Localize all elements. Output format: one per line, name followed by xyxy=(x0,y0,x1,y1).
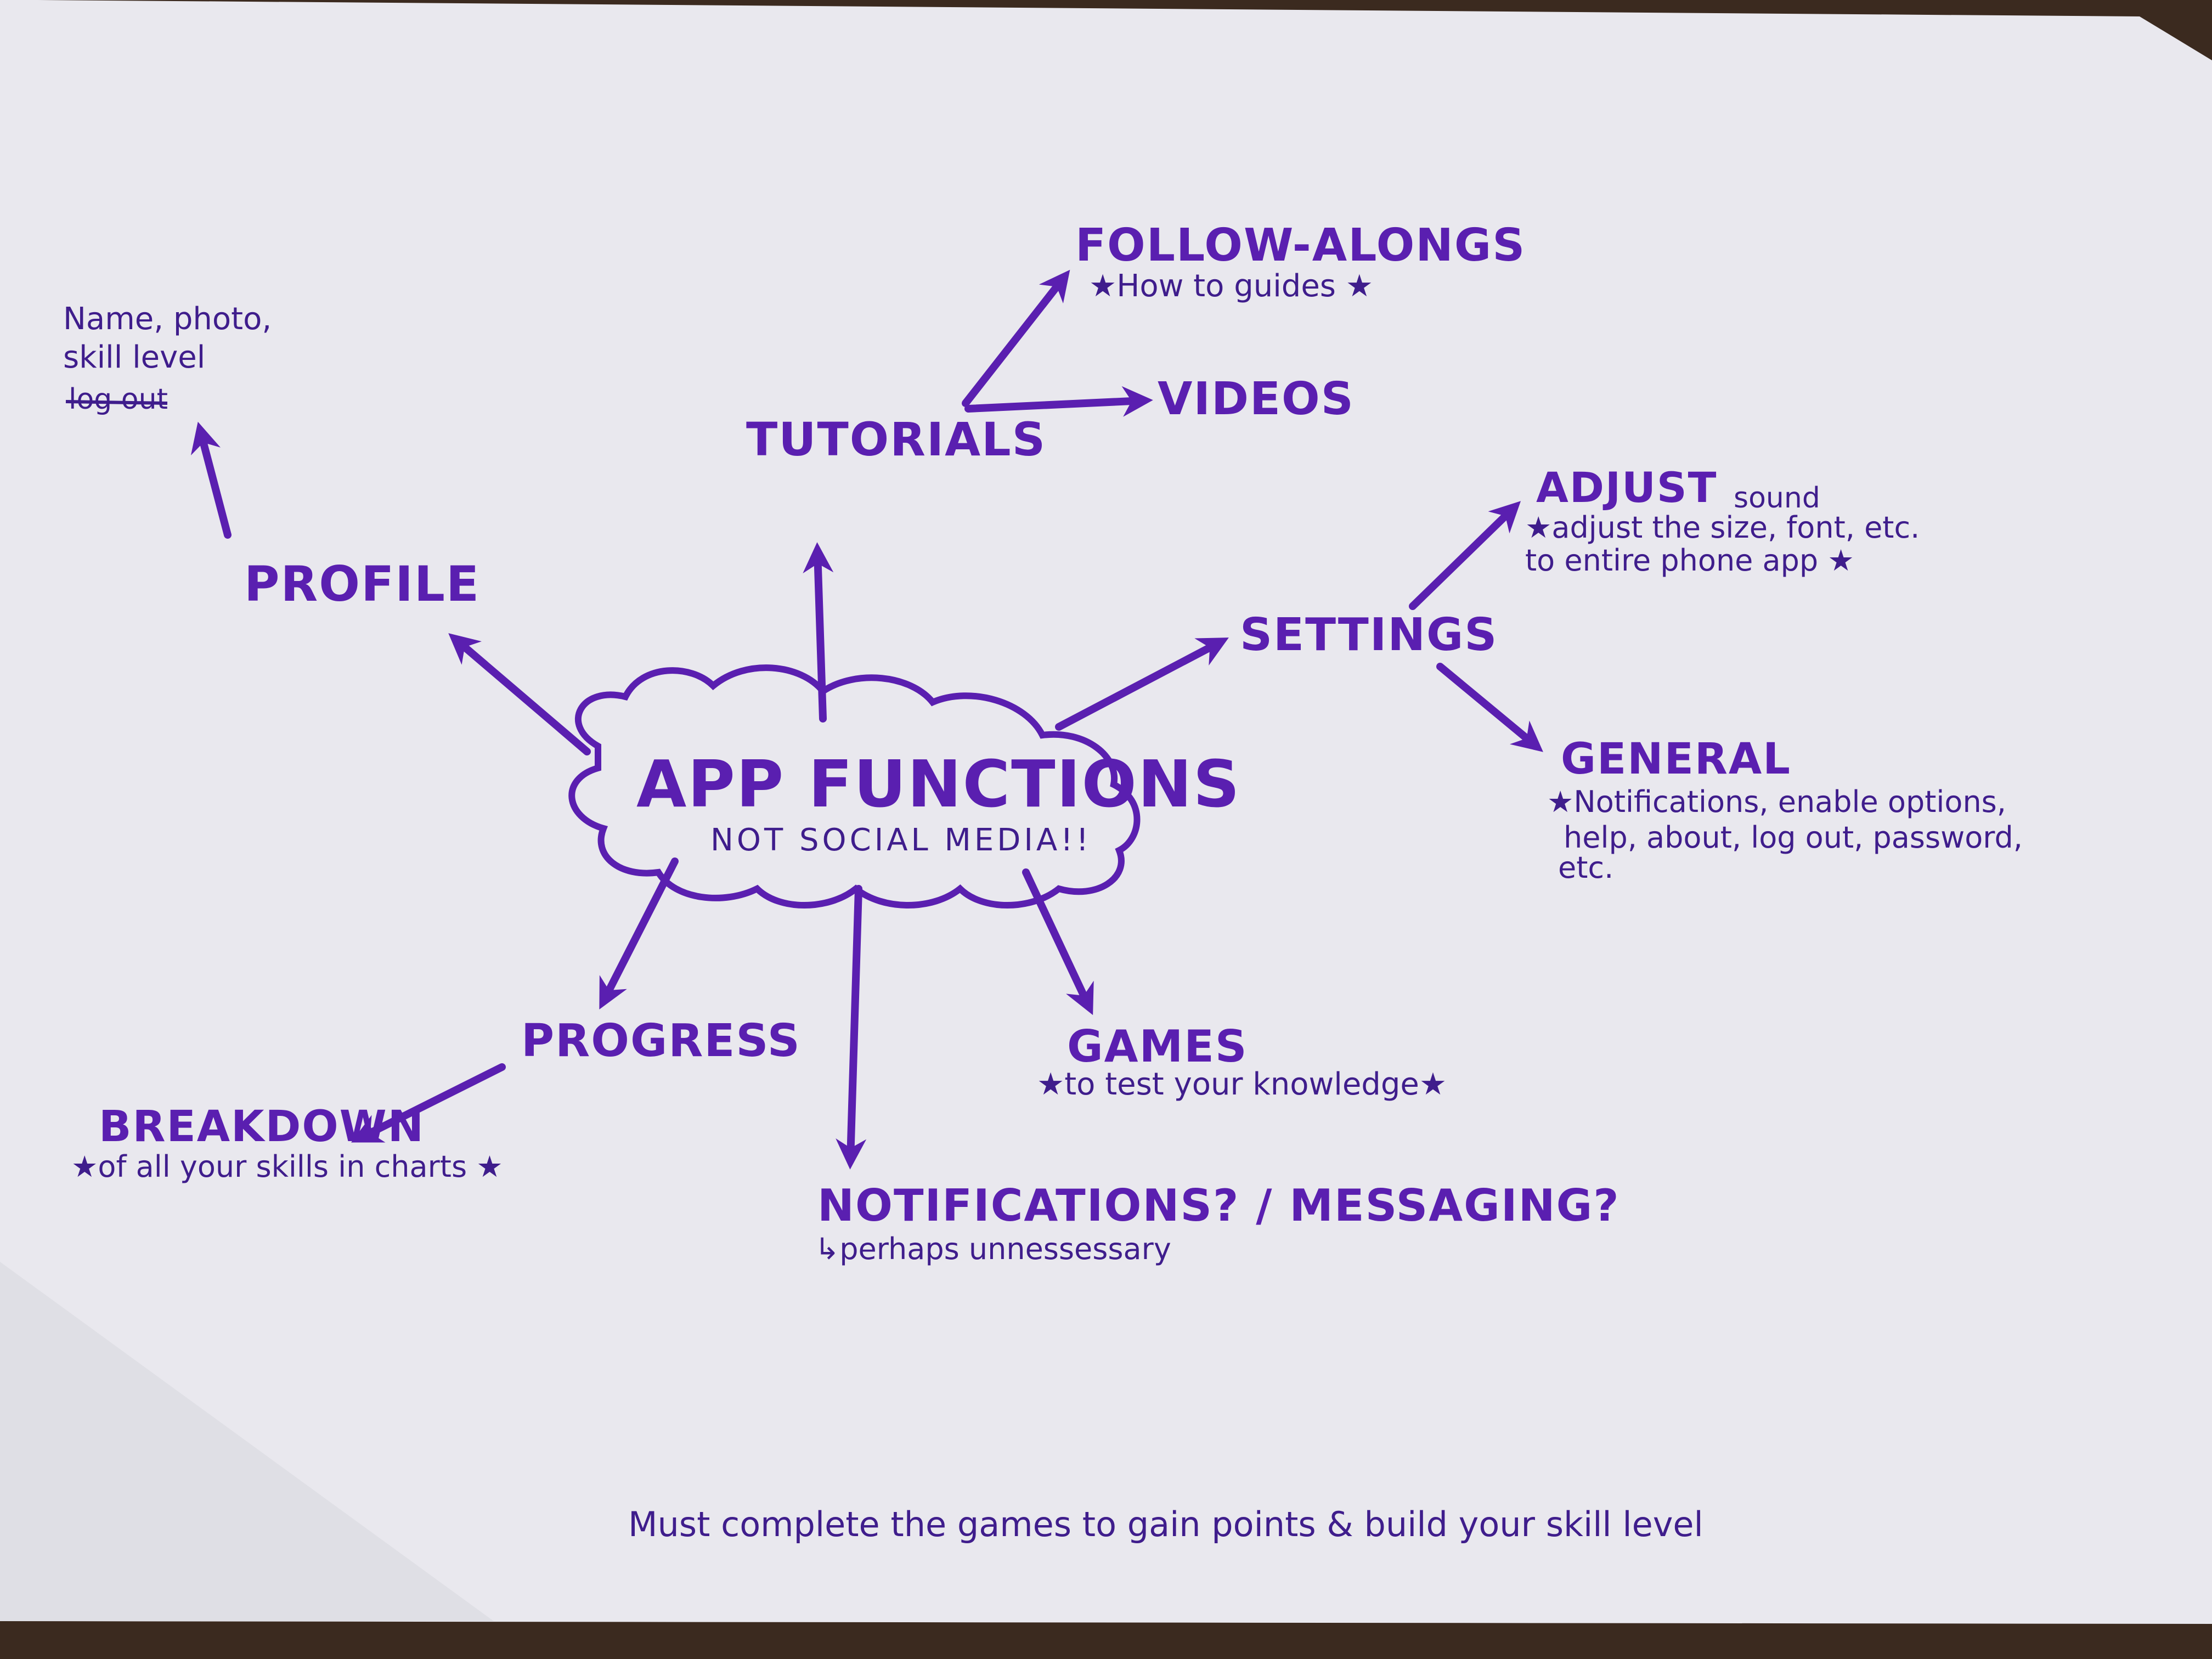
center-title: APP FUNCTIONS xyxy=(636,746,1241,822)
arrow-profile-to-note xyxy=(190,421,232,539)
arrow-settings-to-adjust xyxy=(1409,501,1521,610)
adjust-note-line2: to entire phone app ★ xyxy=(1525,543,1854,578)
breakdown-label: BREAKDOWN xyxy=(99,1102,425,1152)
videos-label: VIDEOS xyxy=(1158,373,1355,425)
arrow-to-progress xyxy=(599,857,679,1009)
arrow-to-settings xyxy=(1055,637,1229,731)
center-subtitle: NOT SOCIAL MEDIA!! xyxy=(710,822,1092,858)
arrow-to-tutorials xyxy=(803,542,834,723)
general-note-line3: etc. xyxy=(1558,850,1613,885)
arrow-to-profile xyxy=(448,633,591,755)
center-cloud xyxy=(568,664,1141,909)
footer-note: Must complete the games to gain points &… xyxy=(628,1504,1703,1544)
profile-note-struck: log out xyxy=(69,383,168,416)
profile-label: PROFILE xyxy=(244,556,480,612)
general-label: GENERAL xyxy=(1561,735,1791,784)
paper-sheet xyxy=(0,0,2212,1624)
arrow-tutorials-to-followalongs xyxy=(962,269,1070,407)
games-note: ★to test your knowledge★ xyxy=(1037,1066,1447,1102)
general-note-line2: help, about, log out, password, xyxy=(1564,820,2023,855)
arrow-to-games xyxy=(1022,868,1094,1015)
notifications-note: ↳perhaps unnessessary xyxy=(815,1232,1171,1266)
followalongs-note: ★How to guides ★ xyxy=(1089,268,1373,304)
breakdown-note: ★of all your skills in charts ★ xyxy=(71,1149,503,1184)
notifications-label: NOTIFICATIONS? / MESSAGING? xyxy=(817,1180,1620,1231)
profile-note-line1: Name, photo, xyxy=(63,301,272,337)
arrow-to-notifications xyxy=(836,885,867,1170)
profile-note-line2: skill level xyxy=(63,340,205,375)
arrow-tutorials-to-videos xyxy=(964,386,1153,417)
strikethrough xyxy=(65,400,168,405)
arrow-progress-to-breakdown xyxy=(351,1063,506,1143)
general-note-line1: ★Notifications, enable options, xyxy=(1547,785,2006,819)
adjust-note-line1: ★adjust the size, font, etc. xyxy=(1525,510,1920,545)
settings-label: SETTINGS xyxy=(1240,609,1498,661)
games-label: GAMES xyxy=(1067,1021,1248,1072)
adjust-label: ADJUST xyxy=(1536,463,1717,512)
followalongs-label: FOLLOW-ALONGS xyxy=(1075,219,1526,272)
progress-label: PROGRESS xyxy=(521,1015,801,1067)
arrow-settings-to-general xyxy=(1436,663,1543,752)
paper-shadow xyxy=(0,1262,494,1621)
tutorials-label: TUTORIALS xyxy=(746,413,1046,466)
adjust-sound: sound xyxy=(1734,482,1820,515)
